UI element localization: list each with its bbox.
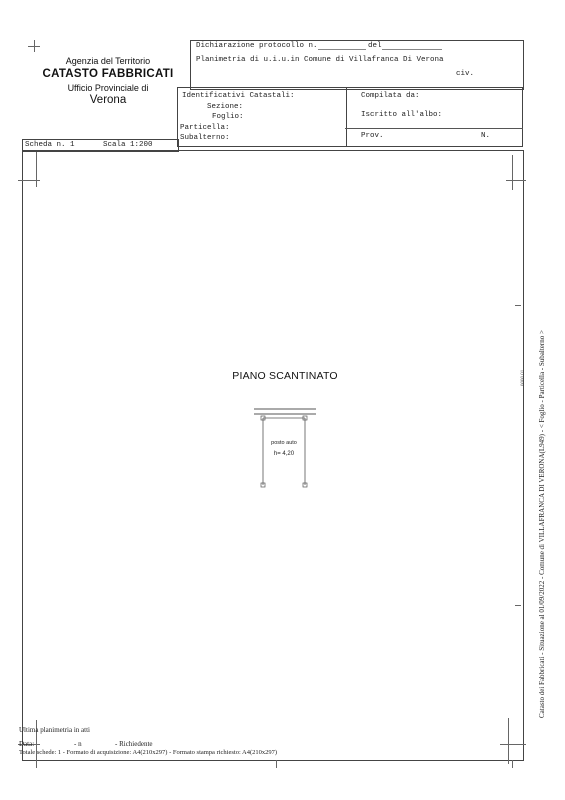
scheda-box: [22, 139, 179, 152]
agency-city: Verona: [89, 94, 127, 106]
scheda-number: Scheda n. 1: [25, 141, 75, 149]
protocol-del: del: [368, 42, 382, 50]
header-identificativi-box: [177, 87, 347, 147]
civ-label: civ.: [456, 70, 475, 78]
planimetria-label: Planimetria di u.i.u.in Comune di Villaf…: [196, 56, 444, 64]
footer-n: - n: [74, 740, 82, 748]
sezione-label: Sezione:: [207, 103, 244, 111]
foglio-label: Foglio:: [212, 113, 244, 121]
agency-catasto: CATASTO FABBRICATI: [42, 68, 174, 80]
header-protocol-box: [190, 40, 524, 90]
footer-ultima: Ultima planimetria in atti: [19, 726, 90, 734]
pillar-top-left: [260, 415, 266, 421]
n-label: N.: [481, 132, 491, 140]
footer-richiedente: - Richiedente: [115, 740, 153, 748]
pillar-top-right: [302, 415, 308, 421]
agency-name: Agenzia del Territorio: [65, 56, 151, 66]
plan-title: PIANO SCANTINATO: [232, 370, 338, 382]
room-height: h= 4,20: [273, 451, 295, 457]
header-compilata-box: [345, 87, 523, 147]
scheda-scale: Scala 1:200: [103, 141, 153, 149]
pillar-bottom-right: [302, 482, 308, 488]
prov-label: Prov.: [361, 132, 384, 140]
compilata-label: Compilata da:: [361, 92, 420, 100]
pillar-bottom-left: [260, 482, 266, 488]
protocol-label: Dichiarazione protocollo n.: [196, 42, 318, 50]
drawing-frame: [22, 150, 524, 761]
footer-data: Data:: [19, 740, 35, 748]
agency-block: Agenzia del Territorio CATASTO FABBRICAT…: [28, 56, 188, 106]
identificativi-label: Identificativi Catastali:: [182, 92, 295, 100]
iscritto-label: Iscritto all'albo:: [361, 111, 443, 119]
side-caption: Catasto dei Fabbricati - Situazione al 0…: [538, 330, 546, 718]
footer-totale: Totale schede: 1 - Formato di acquisizio…: [19, 749, 278, 756]
subalterno-label: Subalterno:: [180, 134, 230, 142]
side-reference: 0000 01: [521, 369, 526, 386]
parking-space-drawing: [254, 408, 316, 488]
room-label: posto auto: [271, 440, 297, 446]
agency-office: Ufficio Provinciale di: [67, 83, 149, 93]
particella-label: Particella:: [180, 124, 230, 132]
